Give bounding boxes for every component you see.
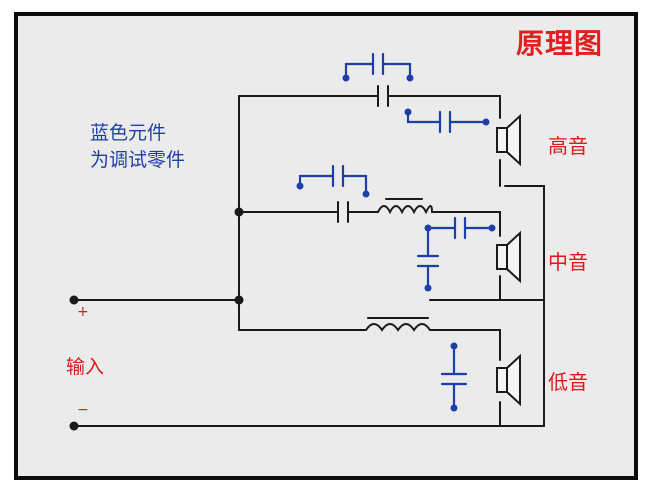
trial-node: [362, 190, 370, 198]
trial-node: [482, 118, 490, 126]
mid-inductor: [377, 205, 433, 215]
junction-dot: [234, 295, 244, 305]
trial-node: [342, 74, 350, 82]
diagram-frame: [14, 12, 638, 480]
tweeter-capacitor: [377, 85, 389, 107]
tweeter-label: 高音: [548, 134, 588, 158]
junction-dot: [234, 207, 244, 217]
trial-node: [488, 224, 496, 232]
input-minus-sign: −: [77, 402, 89, 418]
legend-note-line-1: 蓝色元件: [90, 122, 167, 144]
trial-capacitor-woofer-shunt: [440, 344, 468, 410]
trial-capacitor-mid-vertical: [416, 226, 440, 290]
woofer-label: 低音: [548, 370, 588, 394]
input-minus-terminal: [69, 421, 79, 431]
trial-capacitor-tweeter-parallel: [344, 52, 412, 80]
input-plus-sign: +: [77, 304, 89, 320]
trial-capacitor-mid-parallel: [298, 164, 368, 196]
input-label: 输入: [66, 356, 105, 378]
woofer-speaker: [496, 353, 521, 407]
input-plus-terminal: [69, 295, 79, 305]
tweeter-feed-wire: [238, 95, 501, 119]
trial-node: [450, 404, 458, 412]
trial-node: [424, 224, 432, 232]
diagram-title: 原理图: [516, 27, 604, 60]
trial-capacitor-tweeter-shunt: [406, 110, 488, 134]
legend-note-line-2: 为调试零件: [90, 149, 186, 171]
trial-node: [406, 74, 414, 82]
mid-feed-wire: [238, 211, 501, 237]
mid-capacitor: [337, 201, 349, 223]
trial-node: [450, 342, 458, 350]
trial-node: [424, 284, 432, 292]
tweeter-speaker: [496, 113, 521, 167]
trial-capacitor-mid-shunt: [426, 216, 494, 240]
woofer-inductor: [365, 323, 431, 332]
tweeter-return-wire: [504, 185, 545, 427]
midrange-speaker: [496, 230, 521, 284]
trial-node: [296, 182, 304, 190]
trial-node: [404, 108, 412, 116]
woofer-feed-wire: [238, 329, 501, 361]
midrange-label: 中音: [548, 250, 588, 274]
